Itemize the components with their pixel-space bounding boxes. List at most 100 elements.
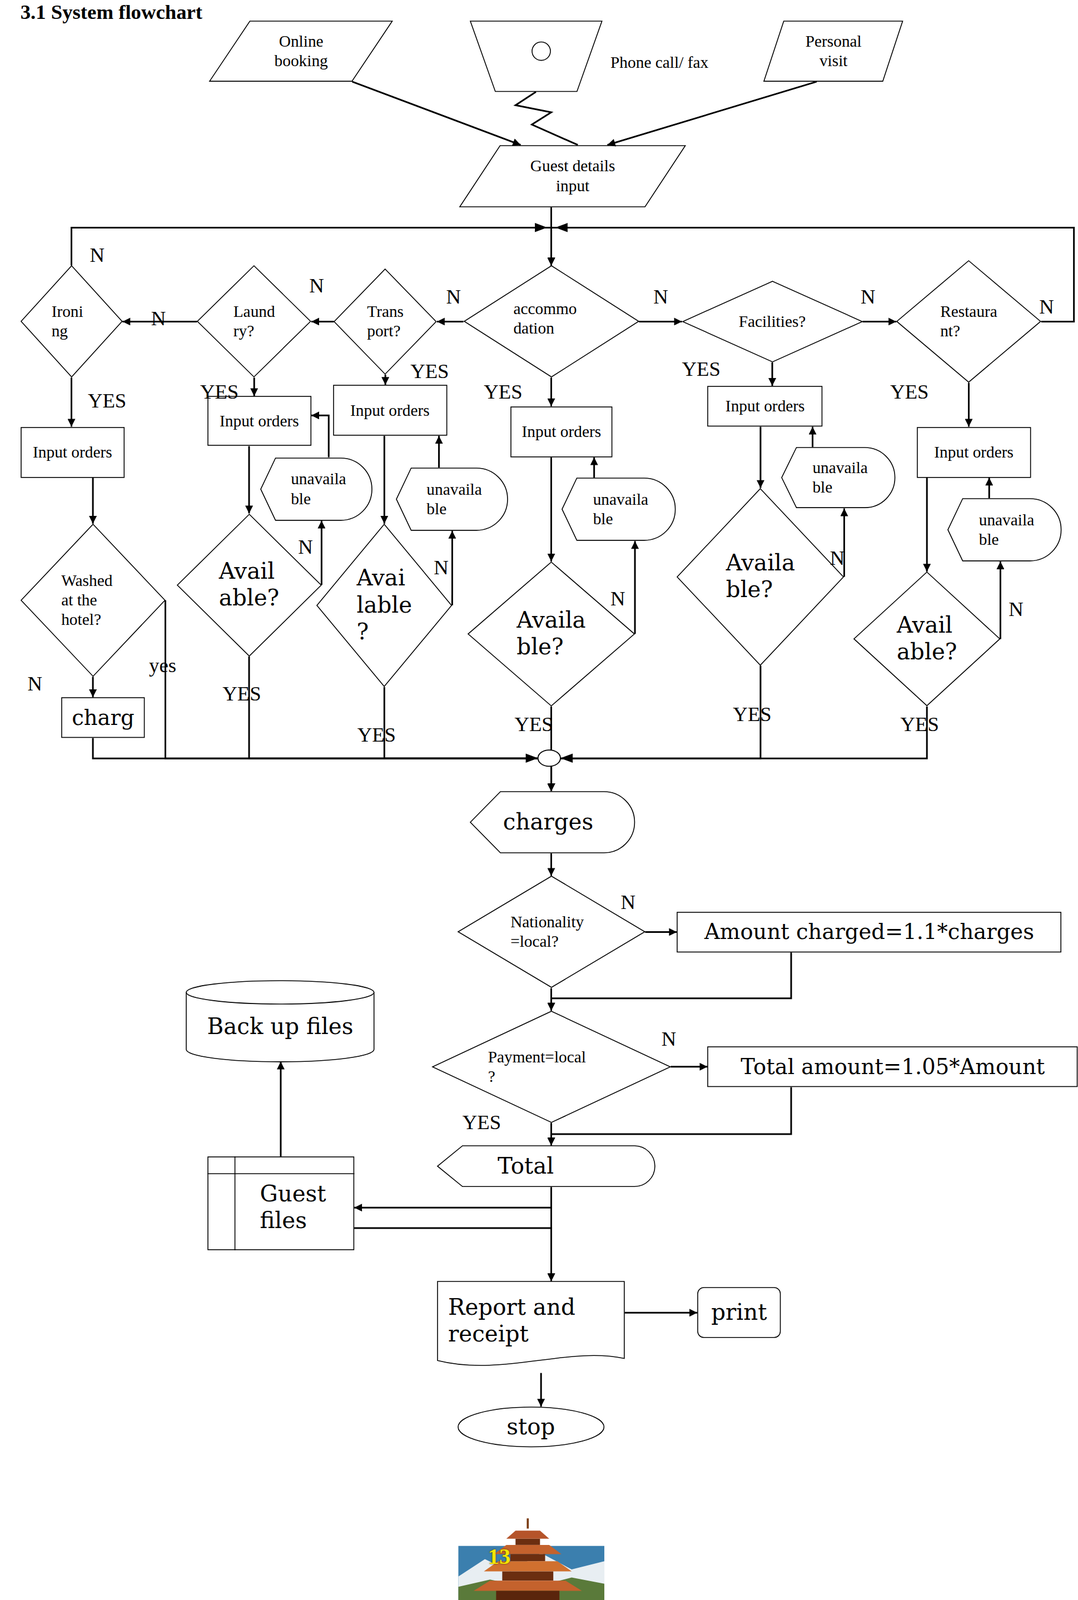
process-box: Input orders: [707, 385, 823, 427]
connector: [759, 426, 762, 489]
document-shape: Report and receipt: [436, 1280, 625, 1373]
input-parallelogram: Personal visit: [763, 20, 904, 82]
node-text: Guest files: [259, 1180, 326, 1235]
connector: [550, 377, 553, 406]
connector: [551, 665, 761, 792]
text-block: unavaila ble: [426, 479, 482, 520]
edge-label: N: [1008, 599, 1024, 620]
text-block: Personal visit: [805, 31, 862, 72]
connector: [320, 520, 323, 585]
text-block: unavaila ble: [290, 469, 346, 509]
edge-label: YES: [682, 359, 721, 380]
connector: [550, 853, 553, 876]
node-text: Input orders: [934, 442, 1014, 462]
input-parallelogram-outline: [209, 20, 394, 82]
node-text: Personal visit: [805, 31, 862, 72]
edge-label: YES: [357, 724, 396, 746]
edge-label: N: [661, 1029, 677, 1050]
process-box: Input orders: [510, 406, 613, 458]
text-holder: Laund ry?: [196, 265, 312, 378]
edge-label: N: [27, 673, 43, 695]
edge-label: YES: [200, 381, 239, 403]
process-box: Amount charged=1.1*charges: [676, 911, 1062, 953]
decision-diamond-outline: [431, 1010, 672, 1124]
node-text: Nationality =local?: [510, 912, 584, 952]
display-shape-outline: [781, 446, 896, 509]
node-text: unavaila ble: [290, 469, 346, 509]
node-text: Guest details input: [521, 156, 624, 196]
edge-label: YES: [514, 714, 553, 735]
display-shape: charges: [469, 791, 635, 854]
connector: [438, 435, 440, 468]
text-block: Ironi ng: [51, 301, 84, 342]
text-block: Availa ble?: [726, 549, 796, 604]
text-holder: stop: [457, 1406, 605, 1448]
text-holder: Guest details input: [459, 145, 687, 208]
node-text: Facilities?: [738, 311, 807, 332]
text-holder: Avai lable ?: [316, 523, 452, 688]
process-box: Input orders: [20, 426, 125, 479]
database-cylinder: Back up files: [185, 980, 375, 1062]
connector: [311, 320, 334, 323]
node-text: Input orders: [350, 400, 430, 421]
connector: [550, 1186, 553, 1281]
node-text: Washed at the hotel?: [61, 570, 125, 630]
process-box: charg: [61, 697, 146, 738]
text-holder: Phone call/ fax: [610, 52, 709, 73]
node-text: Input orders: [522, 421, 602, 442]
node-text: print: [711, 1299, 767, 1326]
connector: [515, 91, 578, 145]
decision-diamond: Payment=local ?: [431, 1010, 672, 1124]
connector: [926, 477, 928, 572]
node-text: Total: [497, 1153, 554, 1180]
text-block: Online booking: [274, 31, 329, 72]
text-holder: Total: [436, 1145, 656, 1187]
connector: [638, 320, 682, 323]
text-block: Total: [497, 1153, 554, 1180]
node-text: Restaura nt?: [940, 301, 998, 342]
connector: [92, 477, 94, 524]
edge-label: N: [1039, 296, 1055, 318]
edge-label: YES: [410, 361, 449, 382]
text-block: unavaila ble: [593, 489, 649, 530]
edge-label: N: [830, 548, 846, 569]
node-text: unavaila ble: [593, 489, 649, 530]
node-text: unavaila ble: [426, 479, 482, 520]
text-holder: charges: [469, 791, 635, 854]
display-shape-outline: [395, 467, 509, 531]
connector: [624, 1312, 698, 1314]
text-block: Phone call/ fax: [610, 52, 709, 73]
decision-diamond: Avail able?: [176, 513, 322, 657]
connector: [999, 561, 1002, 640]
connector: [644, 931, 677, 933]
decision-diamond-outline: [333, 268, 437, 375]
edge-label: YES: [732, 704, 772, 725]
node-text: Availa ble?: [516, 607, 586, 662]
connector: [253, 377, 256, 396]
node-text: accommo dation: [513, 299, 577, 339]
connector: [384, 687, 551, 792]
edge-label: N: [309, 275, 325, 297]
node-text: Ironi ng: [51, 301, 84, 342]
page-title: 3.1 System flowchart: [20, 2, 203, 23]
node-text: Availa ble?: [726, 549, 796, 604]
text-holder: print: [697, 1287, 782, 1339]
text-holder: Avail able?: [853, 571, 1001, 707]
decision-diamond: Washed at the hotel?: [20, 523, 166, 677]
text-holder: Total amount=1.05*Amount: [707, 1046, 1078, 1087]
input-parallelogram-outline: [459, 145, 687, 208]
input-parallelogram: Online booking: [209, 20, 394, 82]
process-box: Input orders: [333, 384, 448, 436]
decision-diamond: Trans port?: [333, 268, 437, 375]
node-text: charg: [71, 704, 135, 731]
edge-label: YES: [222, 683, 261, 705]
text-block: charges: [503, 808, 594, 836]
input-parallelogram: Guest details input: [459, 145, 687, 208]
connector: [354, 1186, 551, 1208]
text-holder: Trans port?: [333, 268, 437, 375]
display-shape: unavaila ble: [395, 467, 509, 531]
connector: [248, 445, 251, 514]
